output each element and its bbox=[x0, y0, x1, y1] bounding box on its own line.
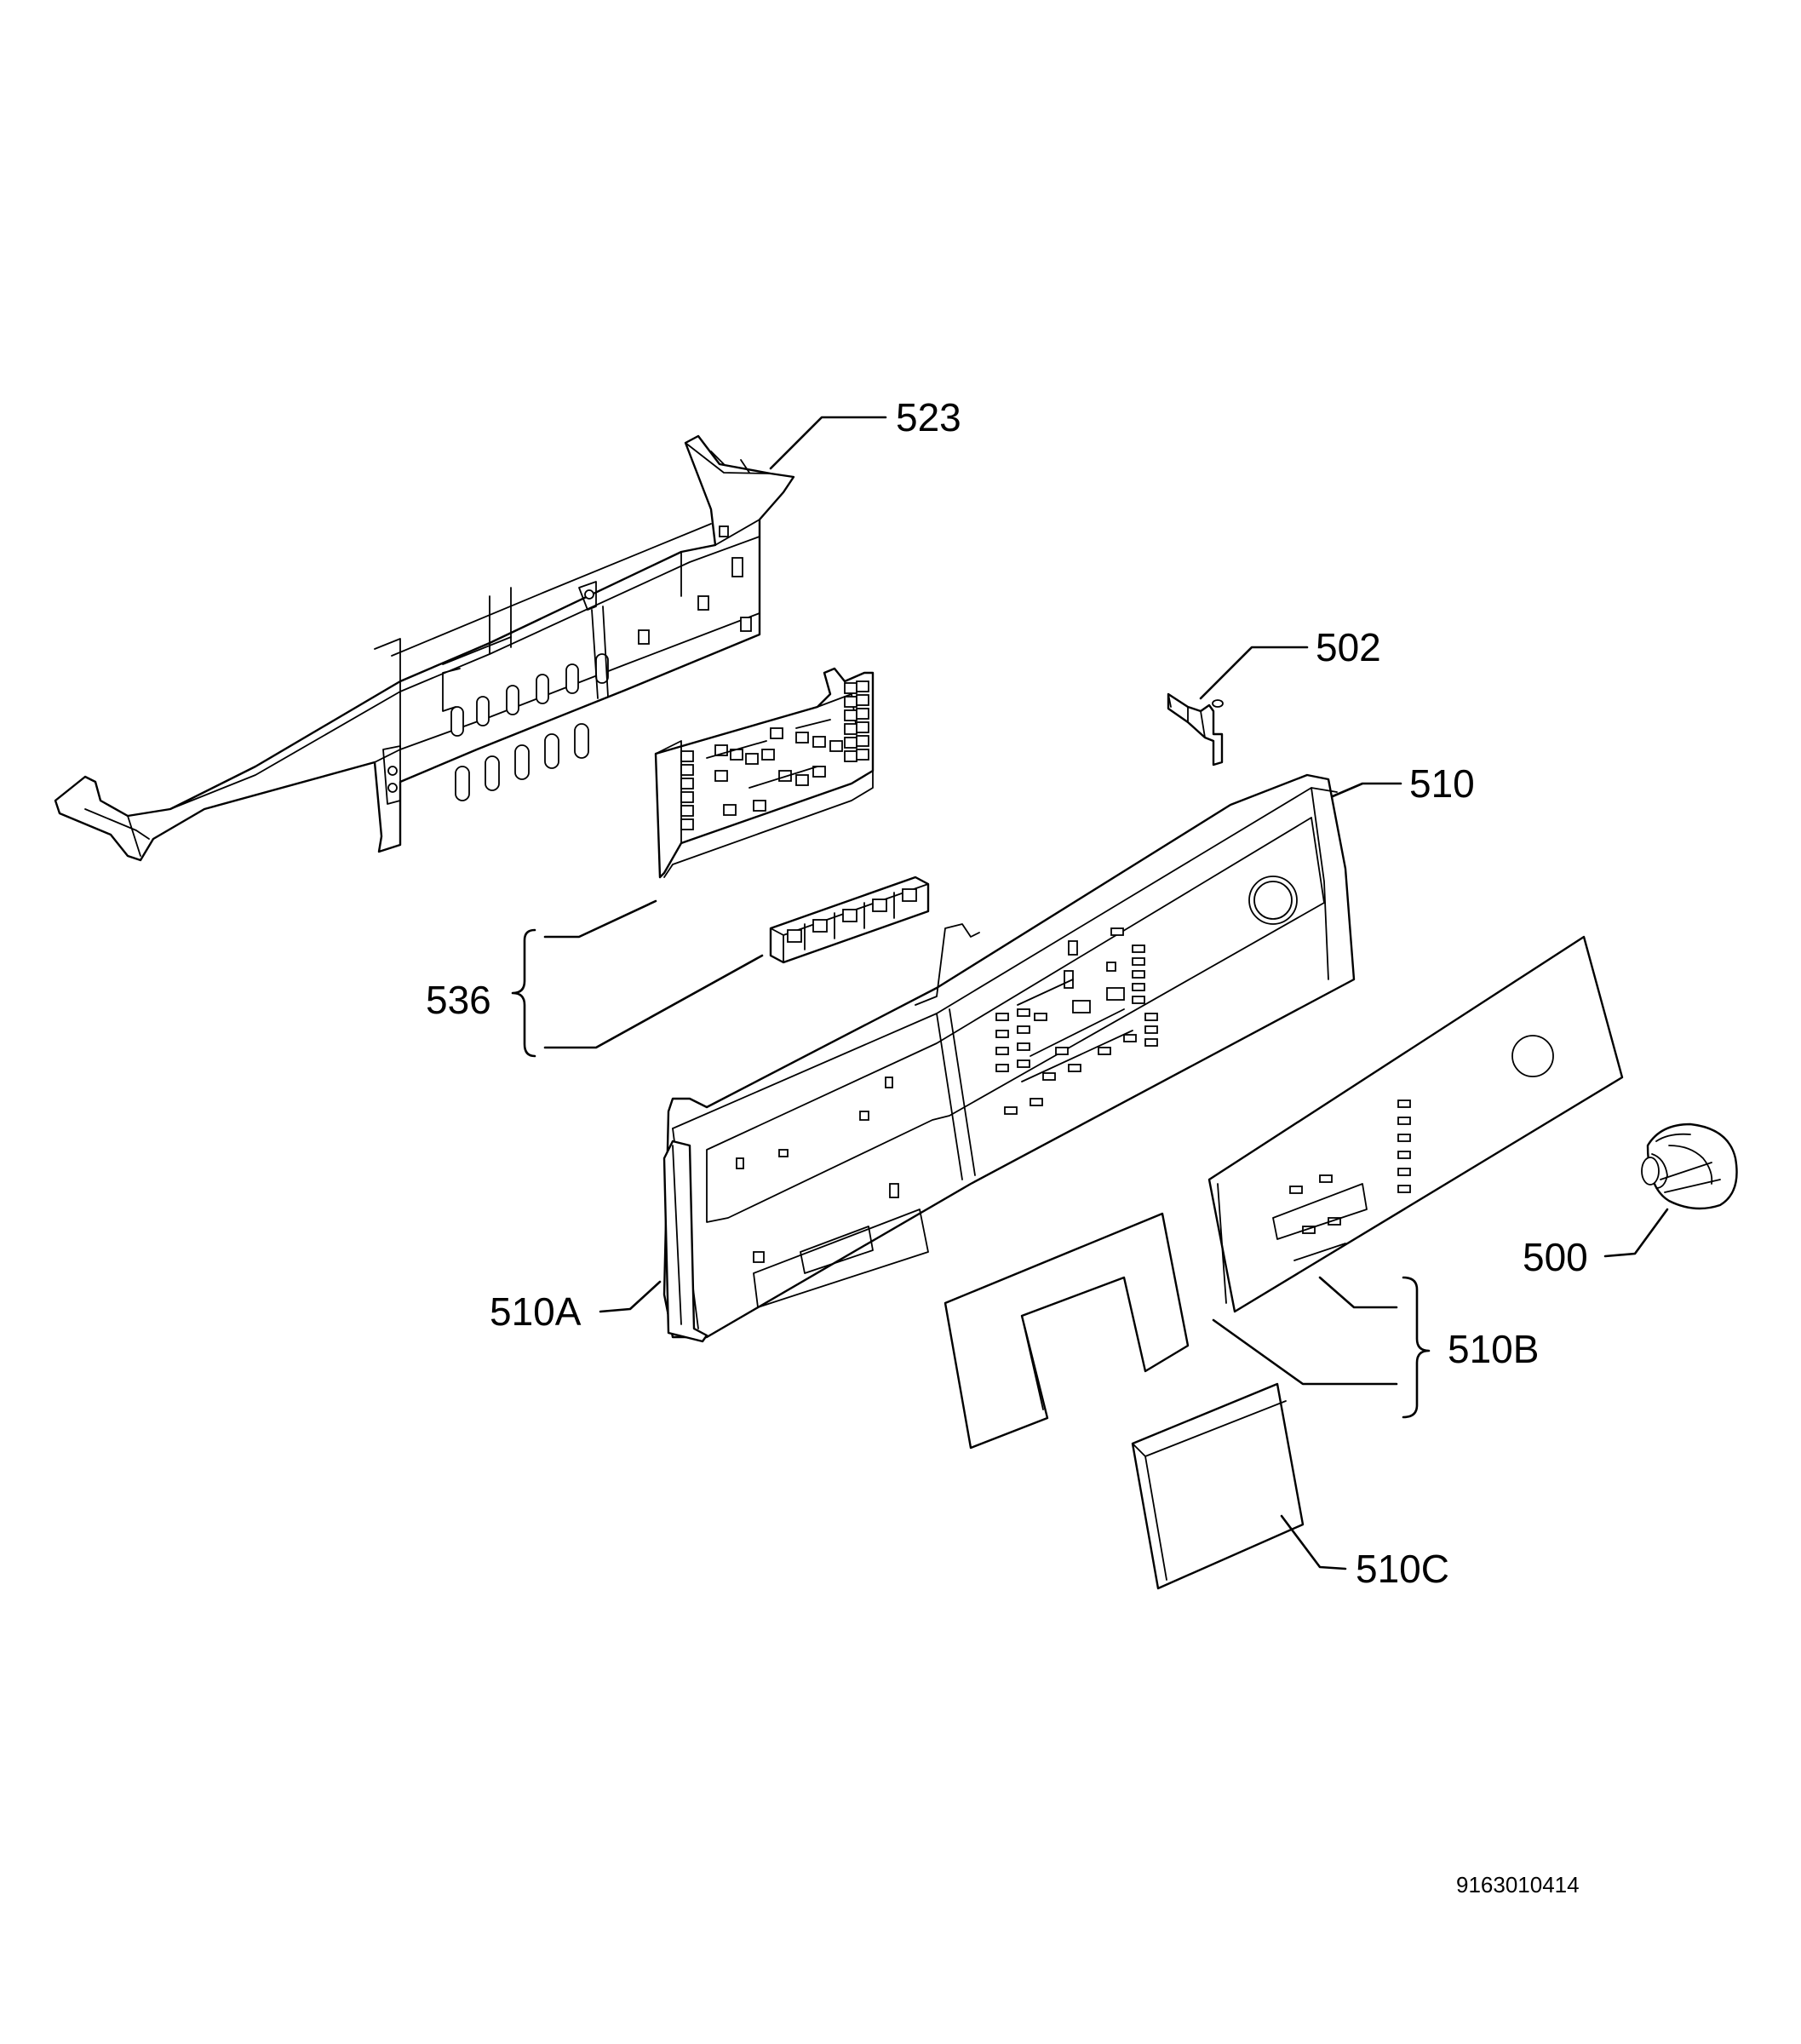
part-510B-window-mask bbox=[944, 1212, 1190, 1450]
callout-502: 502 bbox=[1316, 625, 1381, 669]
brackets bbox=[511, 928, 1431, 1419]
leader-510C bbox=[1280, 1514, 1347, 1570]
part-510-control-panel bbox=[662, 773, 1356, 1339]
part-510B-overlay bbox=[1207, 935, 1624, 1313]
leader-502 bbox=[1199, 646, 1309, 700]
callout-510B: 510B bbox=[1448, 1327, 1539, 1371]
bracket-536 bbox=[511, 928, 536, 1058]
callout-500: 500 bbox=[1523, 1235, 1588, 1279]
callout-510C: 510C bbox=[1356, 1547, 1449, 1591]
leader-510B-a bbox=[1318, 1276, 1398, 1309]
leader-523 bbox=[769, 416, 887, 470]
callout-labels: 523 502 510 536 500 510A 510B 510C 91630… bbox=[426, 395, 1588, 1898]
part-536-button-strip bbox=[769, 876, 930, 964]
callout-510A: 510A bbox=[490, 1289, 582, 1334]
leader-536a bbox=[543, 899, 657, 939]
leader-lines bbox=[543, 416, 1669, 1570]
leader-510 bbox=[1331, 782, 1402, 798]
callout-523: 523 bbox=[896, 395, 961, 439]
bracket-510B bbox=[1402, 1276, 1431, 1419]
part-500-knob bbox=[1641, 1122, 1738, 1210]
document-number: 9163010414 bbox=[1456, 1872, 1580, 1898]
part-510C-window bbox=[1131, 1382, 1305, 1590]
leader-536b bbox=[543, 954, 764, 1049]
part-502-pin bbox=[1167, 692, 1224, 766]
callout-536: 536 bbox=[426, 978, 491, 1022]
part-536-circuit-board bbox=[654, 667, 875, 879]
leader-500 bbox=[1603, 1208, 1669, 1258]
leader-510A bbox=[599, 1280, 662, 1313]
part-510A-front-trim bbox=[662, 1140, 708, 1343]
part-523-bracket bbox=[54, 434, 795, 862]
leader-510B-b bbox=[1212, 1318, 1398, 1386]
callout-510: 510 bbox=[1409, 761, 1475, 806]
